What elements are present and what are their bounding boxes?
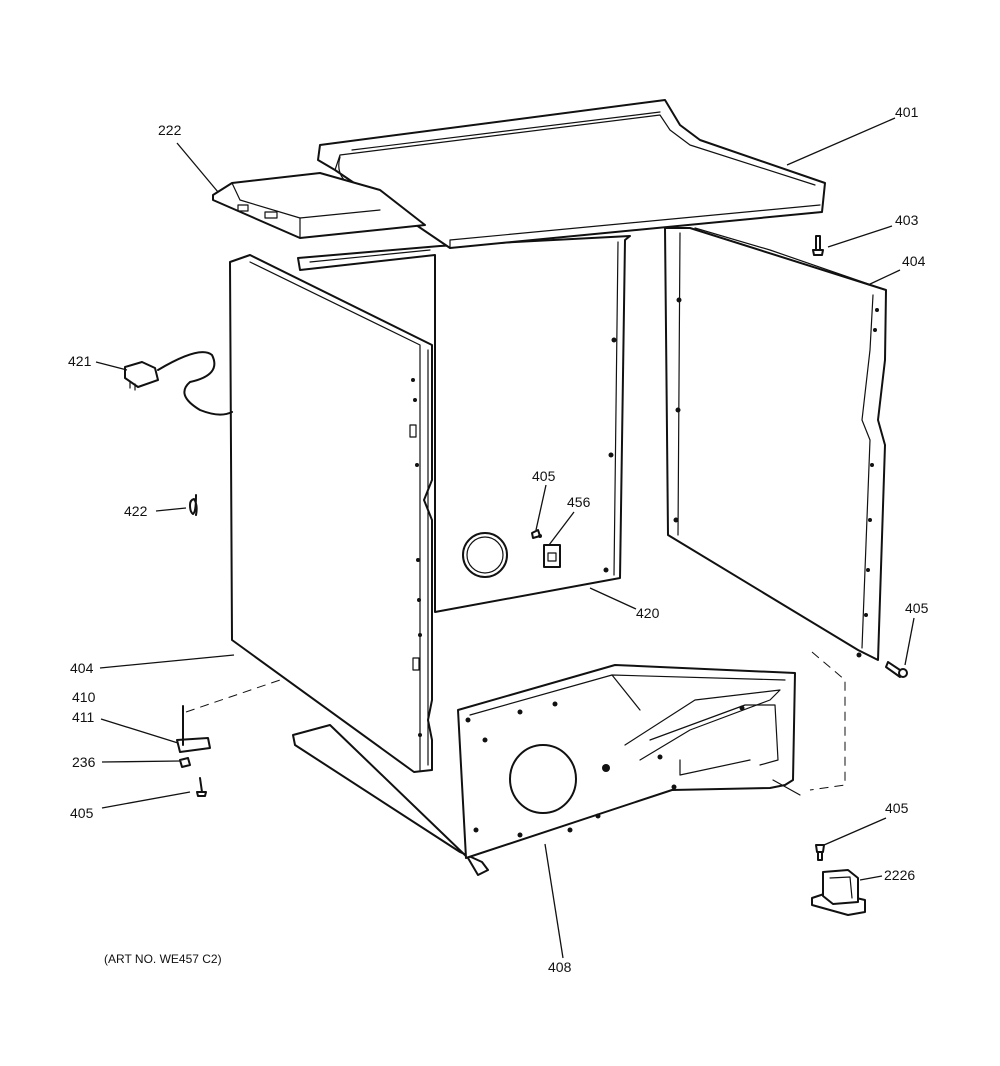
label-403: 403 bbox=[895, 212, 919, 228]
clip-422 bbox=[189, 494, 198, 516]
alignment-line-right bbox=[809, 651, 846, 791]
top-bracket-222 bbox=[212, 172, 426, 239]
label-405-bottom: 405 bbox=[885, 800, 909, 816]
screw-405-center bbox=[531, 529, 541, 539]
label-405-center: 405 bbox=[532, 468, 556, 484]
label-456: 456 bbox=[567, 494, 591, 510]
base-frame-408 bbox=[292, 664, 801, 876]
side-panel-right-404 bbox=[664, 227, 887, 661]
label-421: 421 bbox=[68, 353, 92, 369]
label-405-right: 405 bbox=[905, 600, 929, 616]
power-cord-421 bbox=[124, 351, 233, 416]
label-222: 222 bbox=[158, 122, 182, 138]
label-236: 236 bbox=[72, 754, 96, 770]
art-number: (ART NO. WE457 C2) bbox=[104, 952, 222, 966]
label-404-right: 404 bbox=[902, 253, 926, 269]
side-panel-left-404 bbox=[229, 254, 433, 773]
foot-410-411 bbox=[176, 705, 211, 753]
label-411: 411 bbox=[72, 709, 95, 725]
label-422: 422 bbox=[124, 503, 148, 519]
label-404-left: 404 bbox=[70, 660, 94, 676]
bracket-456 bbox=[543, 544, 561, 568]
bracket-2226 bbox=[811, 869, 866, 916]
label-420: 420 bbox=[636, 605, 660, 621]
screw-403 bbox=[812, 235, 824, 256]
label-408: 408 bbox=[548, 959, 572, 975]
top-cover-401 bbox=[317, 99, 826, 249]
alignment-line-left bbox=[185, 679, 281, 713]
leader-lines bbox=[95, 117, 915, 959]
label-401: 401 bbox=[895, 104, 919, 120]
nut-236 bbox=[179, 757, 191, 768]
screw-405-bottom bbox=[815, 844, 825, 861]
label-2226: 2226 bbox=[884, 867, 915, 883]
screw-405-left bbox=[196, 777, 207, 797]
rear-panel-420 bbox=[297, 235, 631, 613]
screw-405-right bbox=[885, 661, 908, 678]
label-405-left: 405 bbox=[70, 805, 94, 821]
label-410: 410 bbox=[72, 689, 96, 705]
